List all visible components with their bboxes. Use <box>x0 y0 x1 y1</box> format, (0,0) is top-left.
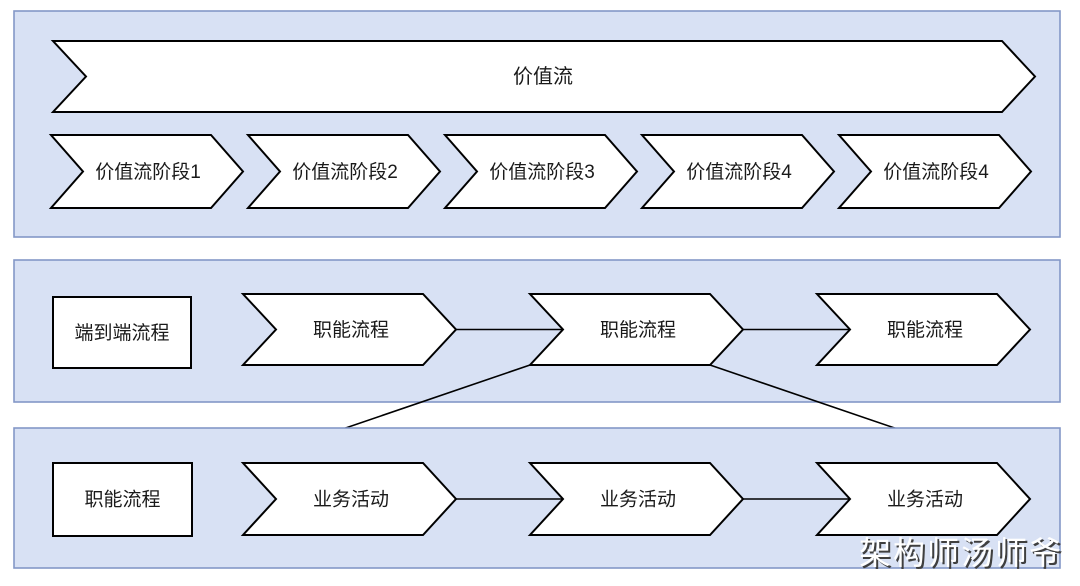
business-activity-chevron <box>814 462 1032 536</box>
functional-process-box-label: 职能流程 <box>84 489 160 511</box>
value-stream-stage-chevron <box>442 134 639 209</box>
value-stream-stage-chevron <box>48 134 245 209</box>
e2e-process-label: 端到端流程 <box>74 322 169 344</box>
business-activity-chevron <box>527 462 745 536</box>
value-stream-title: 价值流 <box>513 65 573 88</box>
business-activity-label: 业务活动 <box>887 489 963 511</box>
value-stream-stage-chevron <box>836 134 1033 209</box>
stage-label: 价值流阶段1 <box>95 161 201 183</box>
stage-label: 价值流阶段3 <box>489 161 595 183</box>
functional-process-label: 职能流程 <box>600 319 676 341</box>
watermark: 架构师汤师爷 <box>859 535 1063 571</box>
functional-process-label: 职能流程 <box>887 319 963 341</box>
value-stream-arrow <box>50 40 1037 113</box>
functional-process-chevron <box>814 293 1032 366</box>
value-stream-stage-chevron <box>245 134 442 209</box>
stage-label: 价值流阶段2 <box>292 161 398 183</box>
e2e-process-box <box>52 296 192 369</box>
business-activity-label: 业务活动 <box>313 489 389 511</box>
stage-label: 价值流阶段4 <box>686 161 792 183</box>
functional-process-box <box>52 462 193 537</box>
stage-label: 价值流阶段4 <box>883 161 989 183</box>
value-stream-stage-chevron <box>639 134 836 209</box>
watermark-shadow: 架构师汤师爷 <box>861 537 1065 573</box>
functional-process-chevron <box>240 293 458 366</box>
business-activity-chevron <box>240 462 458 536</box>
functional-process-chevron <box>527 293 745 366</box>
business-activity-label: 业务活动 <box>600 489 676 511</box>
functional-process-label: 职能流程 <box>313 319 389 341</box>
